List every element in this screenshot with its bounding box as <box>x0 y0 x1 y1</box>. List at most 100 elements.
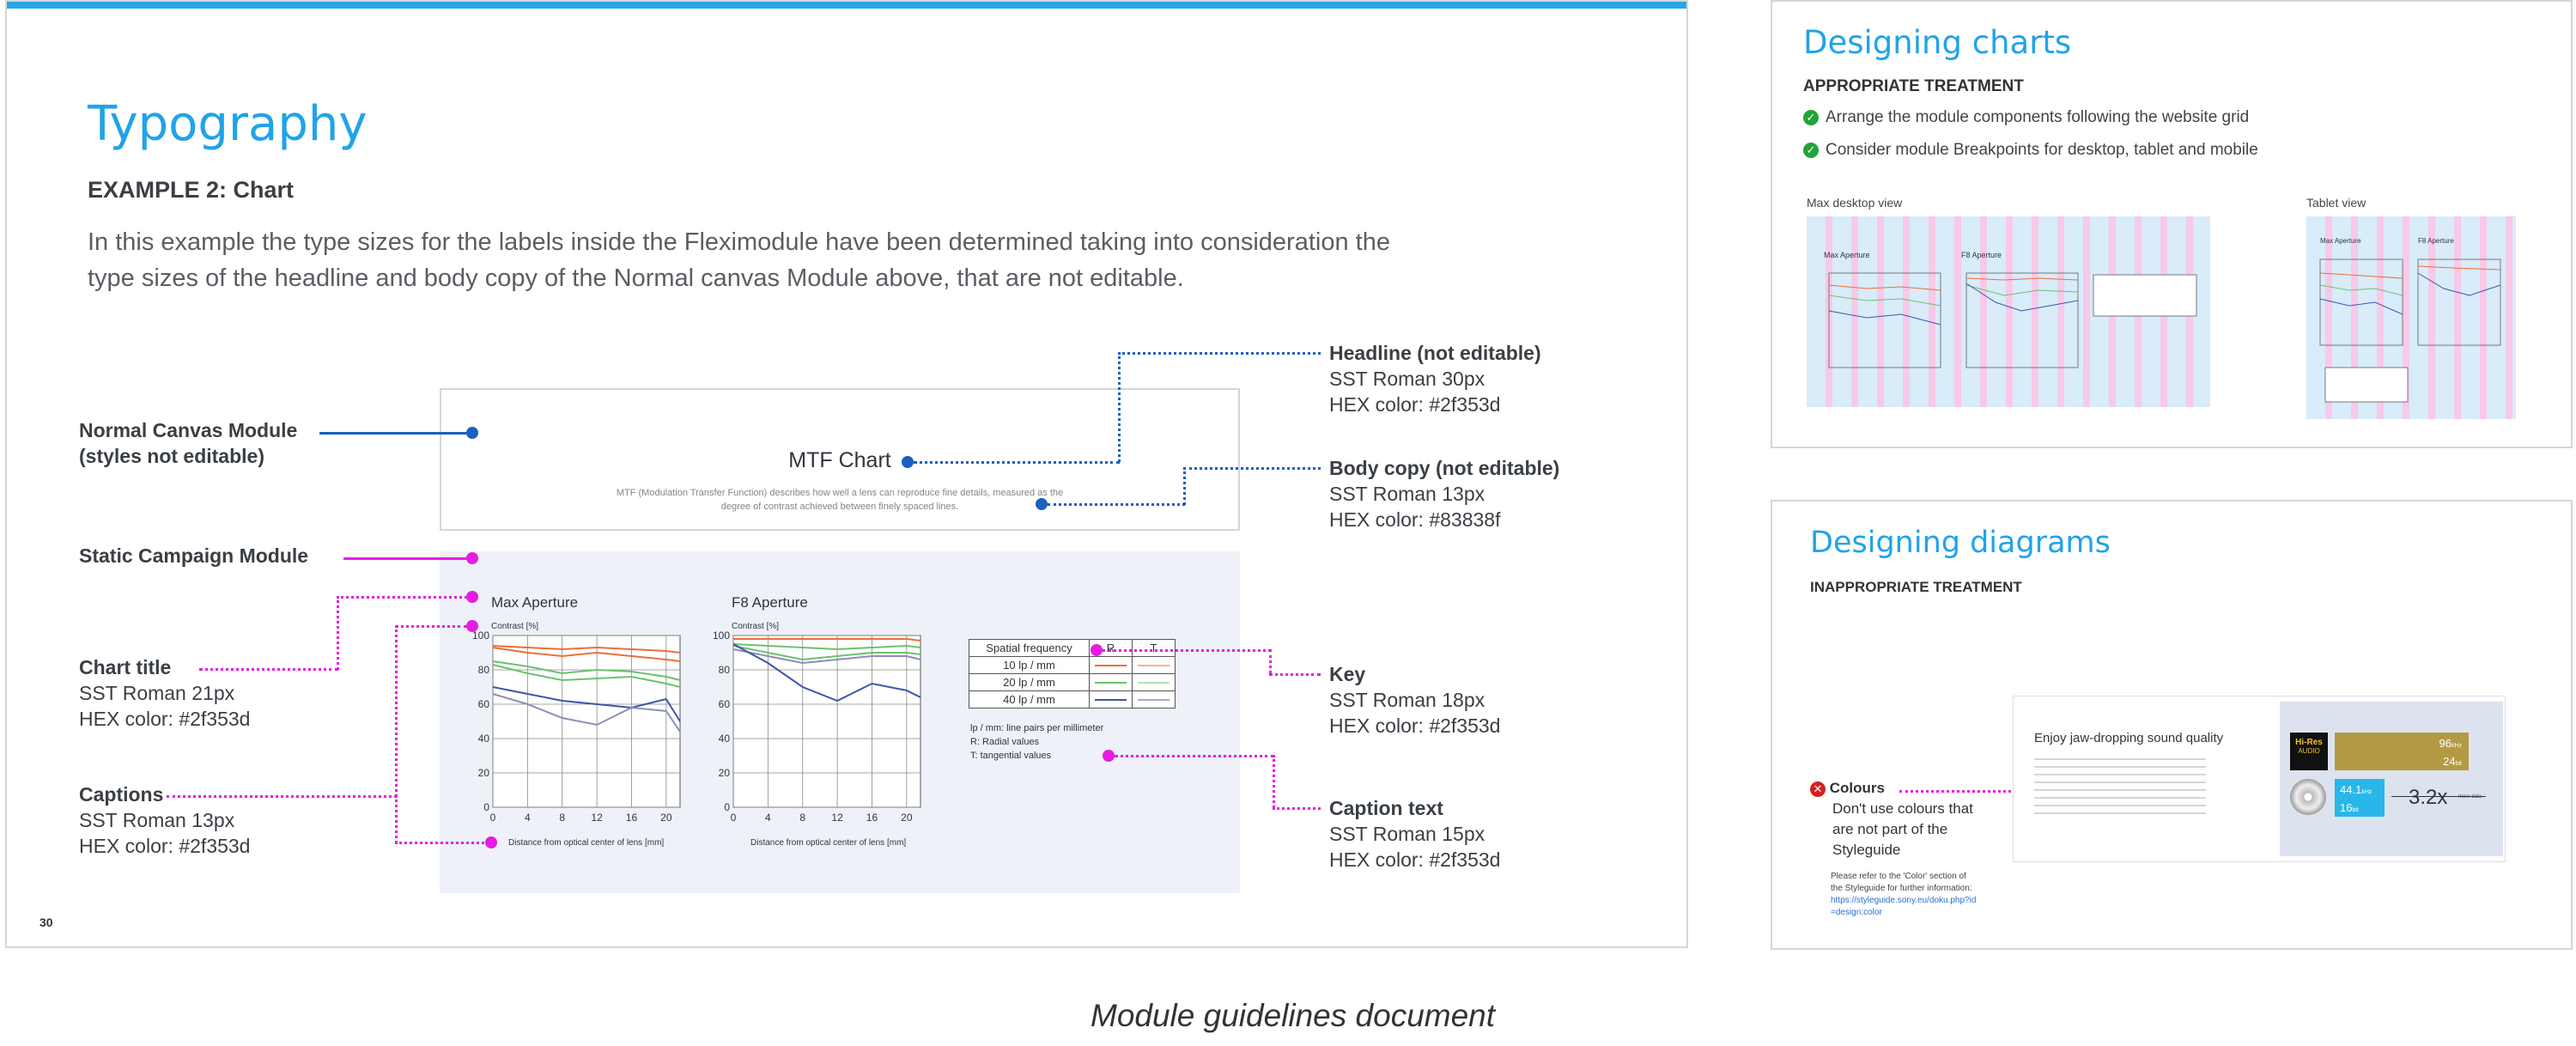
chart-series-line <box>492 647 681 662</box>
chart-x-tick-label: 8 <box>559 812 565 824</box>
chart-series-line <box>732 645 921 661</box>
key-swatch-r-40 <box>1089 690 1133 708</box>
marker-caption-text <box>1103 750 1115 762</box>
key-table: Spatial frequency R T 10 lp / mm 20 lp /… <box>969 639 1176 708</box>
key-row-20: 20 lp / mm <box>969 673 1090 691</box>
normal-canvas-mock: MTF Chart MTF (Modulation Transfer Funct… <box>440 388 1240 531</box>
connector-key-h1 <box>1103 649 1271 652</box>
chart-y-tick-label: 0 <box>483 801 489 813</box>
tablet-view-thumbnail: Max Aperture F8 Aperture <box>2306 216 2516 419</box>
key-swatch-r-10 <box>1089 656 1133 674</box>
connector-normal-canvas <box>319 432 471 435</box>
slide-body-line-1: In this example the type sizes for the l… <box>88 228 1390 256</box>
styleguide-link-cont[interactable]: =design:color <box>1831 908 1882 917</box>
chart-1-xlabel: Distance from optical center of lens [mm… <box>508 838 665 848</box>
connector-captiontext-h2 <box>1273 807 1321 810</box>
designing-charts-panel: Designing charts APPROPRIATE TREATMENT ✓… <box>1771 0 2573 448</box>
connector-headline-h1 <box>914 461 1120 464</box>
key-header: Spatial frequency <box>969 639 1090 657</box>
desktop-mini-title-2: F8 Aperture <box>1961 251 2002 259</box>
cd-bar: 44.1kHz 16bit <box>2335 779 2385 817</box>
chart-y-tick-label: 80 <box>719 664 731 676</box>
diagrams-panel-title: Designing diagrams <box>1810 526 2111 560</box>
connector-body-h1 <box>1048 503 1185 506</box>
chart-x-tick-label: 0 <box>731 812 737 824</box>
connector-captions-h3 <box>395 842 489 844</box>
chart-series-line <box>492 693 681 733</box>
comparison-arrow <box>2391 796 2486 797</box>
chart-series-line <box>492 664 681 688</box>
check-icon: ✓ <box>1803 109 1819 125</box>
connector-static-campaign <box>343 557 471 560</box>
connector-key-h2 <box>1269 673 1321 676</box>
connector-headline-h2 <box>1118 352 1321 355</box>
chart-x-tick-label: 4 <box>525 812 531 824</box>
connector-charttitle-h2 <box>199 668 338 671</box>
diagram-mock-graphic-bg <box>2280 702 2503 856</box>
annotation-headline: Headline (not editable) SST Roman 30px H… <box>1329 342 1541 416</box>
chart-series-line <box>732 648 921 665</box>
connector-captiontext-h1 <box>1115 755 1274 757</box>
chart-x-tick-label: 12 <box>591 812 603 824</box>
chart-x-tick-label: 0 <box>490 812 496 824</box>
mock-description-line-2: degree of contrast achieved between fine… <box>720 502 959 512</box>
tablet-mini-title-2: F8 Aperture <box>2418 237 2454 245</box>
check-icon: ✓ <box>1803 142 1819 158</box>
key-note-3: T: tangential values <box>970 751 1052 761</box>
annotation-key: Key SST Roman 18px HEX color: #2f353d <box>1329 663 1501 737</box>
connector-charttitle-v <box>337 596 339 670</box>
marker-chart-title <box>466 591 478 603</box>
tablet-view-label: Tablet view <box>2306 196 2366 210</box>
annotation-captions: Captions SST Roman 13px HEX color: #2f35… <box>79 783 251 857</box>
styleguide-link[interactable]: https://styleguide.sony.eu/doku.php?id <box>1831 896 1977 905</box>
chart-series-line <box>732 643 921 651</box>
x-icon: ✕ <box>1810 781 1826 797</box>
static-campaign-mock: Max Aperture F8 Aperture Contrast [%] Co… <box>440 551 1240 893</box>
connector-captiontext-v <box>1273 755 1275 808</box>
chart-y-tick-label: 100 <box>713 630 730 642</box>
chart-y-tick-label: 40 <box>719 733 731 745</box>
chart-y-tick-label: 40 <box>478 733 490 745</box>
chart-x-tick-label: 20 <box>660 812 672 824</box>
annotation-caption-text: Caption text SST Roman 15px HEX color: #… <box>1329 797 1501 871</box>
charts-panel-subtitle: APPROPRIATE TREATMENT <box>1803 77 2024 95</box>
key-swatch-r-20 <box>1089 673 1133 691</box>
desktop-mini-charts <box>1828 272 2197 368</box>
chart-x-tick-label: 4 <box>765 812 771 824</box>
figure-caption: Module guidelines document <box>1091 998 1496 1033</box>
charts-panel-bullet-2: ✓Consider module Breakpoints for desktop… <box>1803 141 2258 160</box>
connector-captions-v <box>395 625 398 843</box>
charts-panel-bullet-1: ✓Arrange the module components following… <box>1803 108 2249 127</box>
annotation-chart-title: Chart title SST Roman 21px HEX color: #2… <box>79 656 251 730</box>
marker-normal-canvas <box>466 427 478 439</box>
connector-body-v <box>1183 467 1186 505</box>
chart-2-ylabel: Contrast [%] <box>732 622 780 631</box>
charts-panel-title: Designing charts <box>1803 24 2072 61</box>
diagrams-panel-subtitle: INAPPROPRIATE TREATMENT <box>1810 579 2022 595</box>
desktop-view-thumbnail: Max Aperture F8 Aperture <box>1807 216 2210 407</box>
marker-static-campaign <box>466 552 478 564</box>
chart-y-tick-label: 60 <box>478 698 490 710</box>
key-note-1: lp / mm: line pairs per millimeter <box>970 723 1104 733</box>
annotation-normal-canvas: Normal Canvas Module (styles not editabl… <box>79 419 298 467</box>
marker-key <box>1091 644 1103 656</box>
slide-body-line-2: type sizes of the headline and body copy… <box>88 265 1184 292</box>
connector-headline-v <box>1118 352 1121 462</box>
chart-x-tick-label: 8 <box>799 812 805 824</box>
chart-2-title: F8 Aperture <box>732 594 808 611</box>
multiplier-note: more data <box>2458 794 2482 800</box>
typography-slide: Typography EXAMPLE 2: Chart In this exam… <box>5 0 1688 948</box>
diagram-mock: Enjoy jaw-dropping sound quality Hi-Res … <box>2013 696 2506 862</box>
designing-diagrams-panel: Designing diagrams INAPPROPRIATE TREATME… <box>1771 500 2573 950</box>
diagram-mock-text <box>2034 758 2206 820</box>
chart-series-line <box>733 638 921 642</box>
chart-1-title: Max Aperture <box>491 594 579 611</box>
slide-title: Typography <box>88 96 368 152</box>
key-swatch-t-40 <box>1132 690 1176 708</box>
key-row-40: 40 lp / mm <box>969 690 1090 708</box>
chart-x-tick-label: 16 <box>626 812 638 824</box>
chart-y-tick-label: 20 <box>719 767 731 779</box>
hi-res-bar: 96kHz 24bit <box>2335 733 2469 770</box>
